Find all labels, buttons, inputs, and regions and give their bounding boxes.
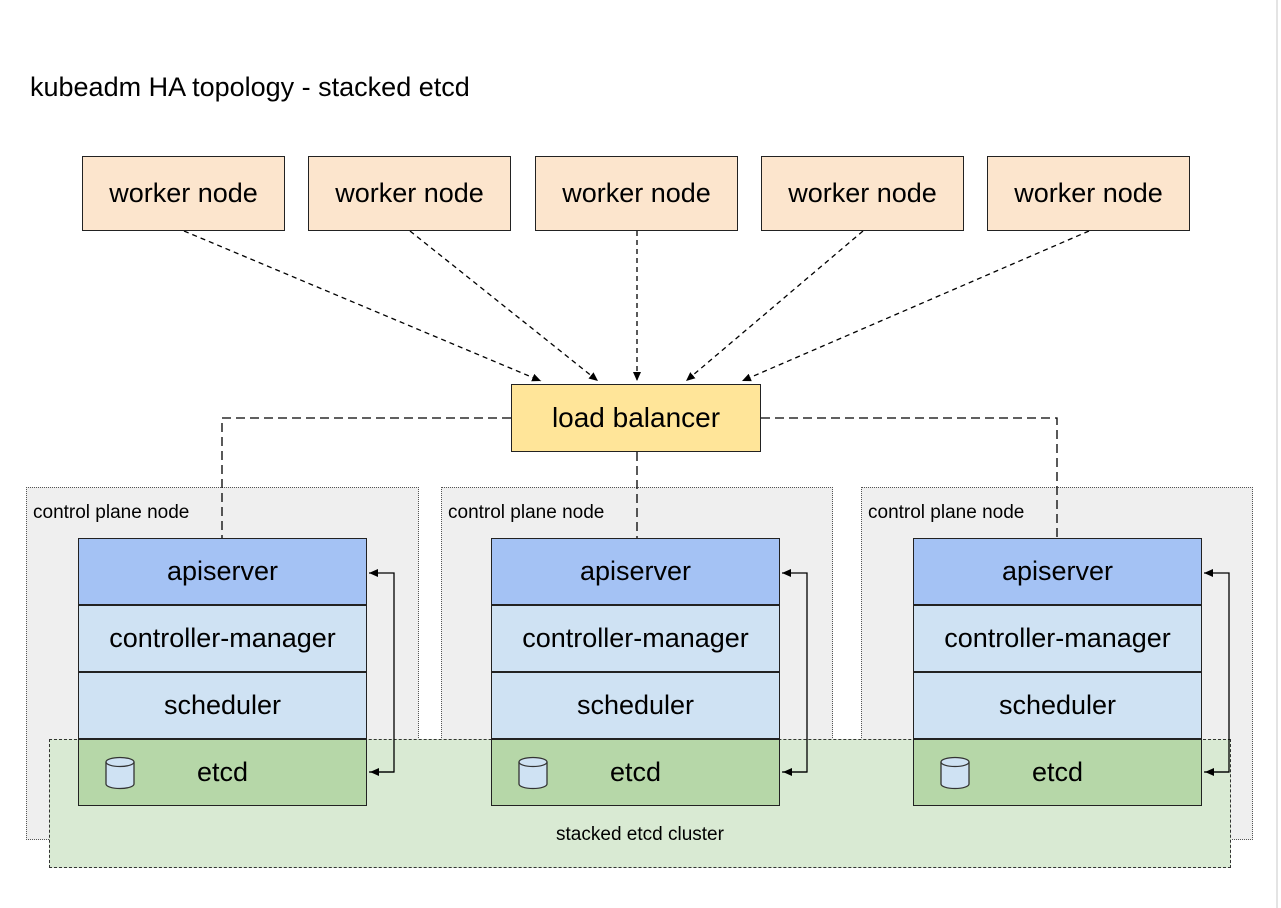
database-icon [518, 756, 548, 790]
etcd-box: etcd [491, 739, 780, 806]
control-plane-label: control plane node [868, 502, 1025, 523]
worker-arrow [685, 230, 864, 382]
worker-to-load-balancer-arrows [183, 230, 1090, 382]
loop-arrow [1204, 569, 1230, 773]
loop-arrow [369, 569, 395, 773]
etcd-box: etcd [78, 739, 367, 806]
etcd-label: etcd [609, 757, 662, 787]
worker-node-4: worker node [761, 156, 964, 231]
worker-node-3: worker node [535, 156, 738, 231]
scheduler-box: scheduler [78, 672, 367, 739]
worker-node-2: worker node [308, 156, 511, 231]
scheduler-box: scheduler [491, 672, 780, 739]
diagram-title: kubeadm HA topology - stacked etcd [30, 72, 470, 102]
load-balancer-to-apiserver-lines [221, 417, 1058, 538]
apiserver-box: apiserver [913, 538, 1202, 605]
worker-node-1: worker node [82, 156, 285, 231]
loop-arrow [782, 569, 808, 773]
etcd-to-apiserver-arrows [369, 569, 1230, 776]
etcd-cluster-label: stacked etcd cluster [556, 824, 724, 845]
etcd-label: etcd [196, 757, 249, 787]
control-plane-label: control plane node [33, 502, 190, 523]
page-right-edge [1276, 0, 1278, 908]
load-balancer-box: load balancer [511, 384, 761, 452]
control-plane-stack-3: apiserver controller-manager scheduler e… [913, 538, 1202, 806]
controller-manager-box: controller-manager [78, 605, 367, 672]
database-icon [105, 756, 135, 790]
worker-arrow [741, 230, 1090, 382]
etcd-label: etcd [1031, 757, 1084, 787]
worker-arrow [183, 230, 542, 382]
control-plane-stack-2: apiserver controller-manager scheduler e… [491, 538, 780, 806]
controller-manager-box: controller-manager [913, 605, 1202, 672]
control-plane-stack-1: apiserver controller-manager scheduler e… [78, 538, 367, 806]
database-icon [940, 756, 970, 790]
lb-line-right [761, 417, 1058, 538]
lb-line-left [221, 417, 511, 538]
controller-manager-box: controller-manager [491, 605, 780, 672]
control-plane-label: control plane node [448, 502, 605, 523]
apiserver-box: apiserver [491, 538, 780, 605]
worker-arrow [409, 230, 599, 382]
worker-node-5: worker node [987, 156, 1190, 231]
apiserver-box: apiserver [78, 538, 367, 605]
scheduler-box: scheduler [913, 672, 1202, 739]
etcd-box: etcd [913, 739, 1202, 806]
